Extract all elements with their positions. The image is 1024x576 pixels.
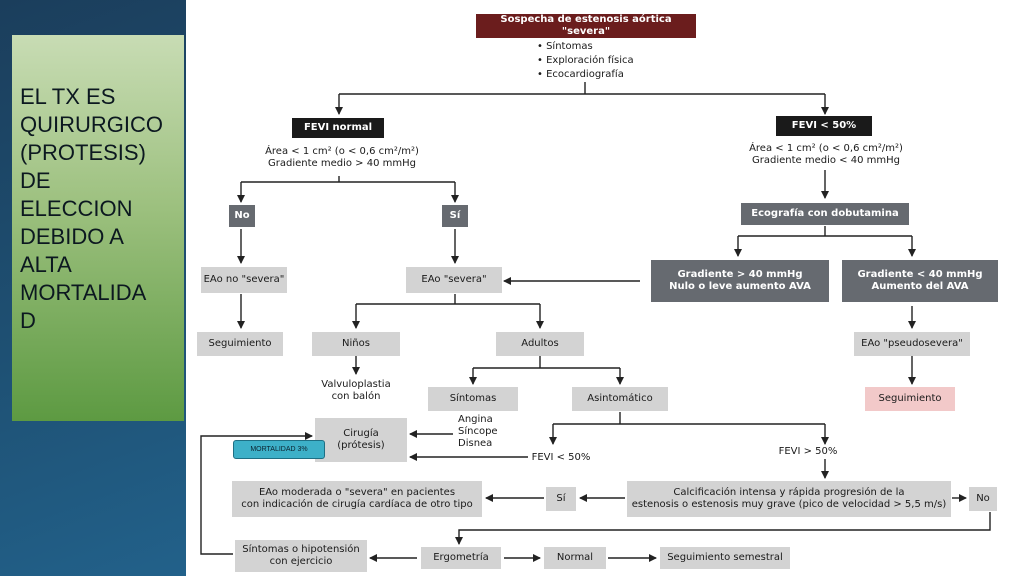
fevi-gt50-label: FEVI > 50% bbox=[778, 446, 838, 457]
fevi-lt50-label: FEVI < 50% bbox=[531, 452, 591, 463]
pseudosevera-node: EAo "pseudosevera" bbox=[854, 332, 970, 356]
sintomas-node: Síntomas bbox=[428, 387, 518, 411]
seguimiento-semestral-node: Seguimiento semestral bbox=[660, 547, 790, 569]
fevi-low-node: FEVI < 50% bbox=[776, 116, 872, 136]
si-node-2: Sí bbox=[546, 487, 576, 511]
adultos-node: Adultos bbox=[496, 332, 584, 356]
normal-node: Normal bbox=[544, 547, 606, 569]
gradiente-gt40-node: Gradiente > 40 mmHg Nulo o leve aumento … bbox=[651, 260, 829, 302]
valvuloplastia-node: Valvuloplastia con balón bbox=[321, 379, 391, 402]
si-node: Sí bbox=[442, 205, 468, 227]
bullet-ecocardiografia: Ecocardiografía bbox=[537, 68, 634, 82]
initial-assessment-list: Síntomas Exploración física Ecocardiogra… bbox=[537, 40, 634, 82]
mortalidad-badge: MORTALIDAD 3% bbox=[233, 440, 325, 459]
seguimiento-node-1: Seguimiento bbox=[197, 332, 283, 356]
calcificacion-node: Calcificación intensa y rápida progresió… bbox=[627, 481, 951, 517]
asintomatico-node: Asintomático bbox=[572, 387, 668, 411]
sintomas-hipotension-node: Síntomas o hipotensión con ejercicio bbox=[235, 540, 367, 572]
eco-dobutamina-node: Ecografía con dobutamina bbox=[741, 203, 909, 225]
symptom-list: Angina Síncope Disnea bbox=[458, 414, 498, 449]
no-node-2: No bbox=[969, 487, 997, 511]
suspicion-node: Sospecha de estenosis aórtica "severa" bbox=[476, 14, 696, 38]
eao-severa-node: EAo "severa" bbox=[406, 267, 502, 293]
sidebar-panel: EL TX ES QUIRURGICO (PROTESIS) DE ELECCI… bbox=[12, 35, 184, 421]
fevi-low-criteria: Área < 1 cm² (o < 0,6 cm²/m²) Gradiente … bbox=[749, 143, 903, 166]
no-node: No bbox=[229, 205, 255, 227]
eao-moderada-node: EAo moderada o "severa" en pacientes con… bbox=[232, 481, 482, 517]
sidebar-note: EL TX ES QUIRURGICO (PROTESIS) DE ELECCI… bbox=[20, 84, 163, 333]
bullet-sintomas: Síntomas bbox=[537, 40, 634, 54]
ninos-node: Niños bbox=[312, 332, 400, 356]
fevi-normal-criteria: Área < 1 cm² (o < 0,6 cm²/m²) Gradiente … bbox=[265, 146, 419, 169]
eao-no-severa-node: EAo no "severa" bbox=[201, 267, 287, 293]
gradiente-lt40-node: Gradiente < 40 mmHg Aumento del AVA bbox=[842, 260, 998, 302]
ergometria-node: Ergometría bbox=[421, 547, 501, 569]
fevi-normal-node: FEVI normal bbox=[292, 118, 384, 138]
bullet-exploracion: Exploración física bbox=[537, 54, 634, 68]
seguimiento-node-2: Seguimiento bbox=[865, 387, 955, 411]
cirugia-node: Cirugía (prótesis) bbox=[315, 418, 407, 462]
